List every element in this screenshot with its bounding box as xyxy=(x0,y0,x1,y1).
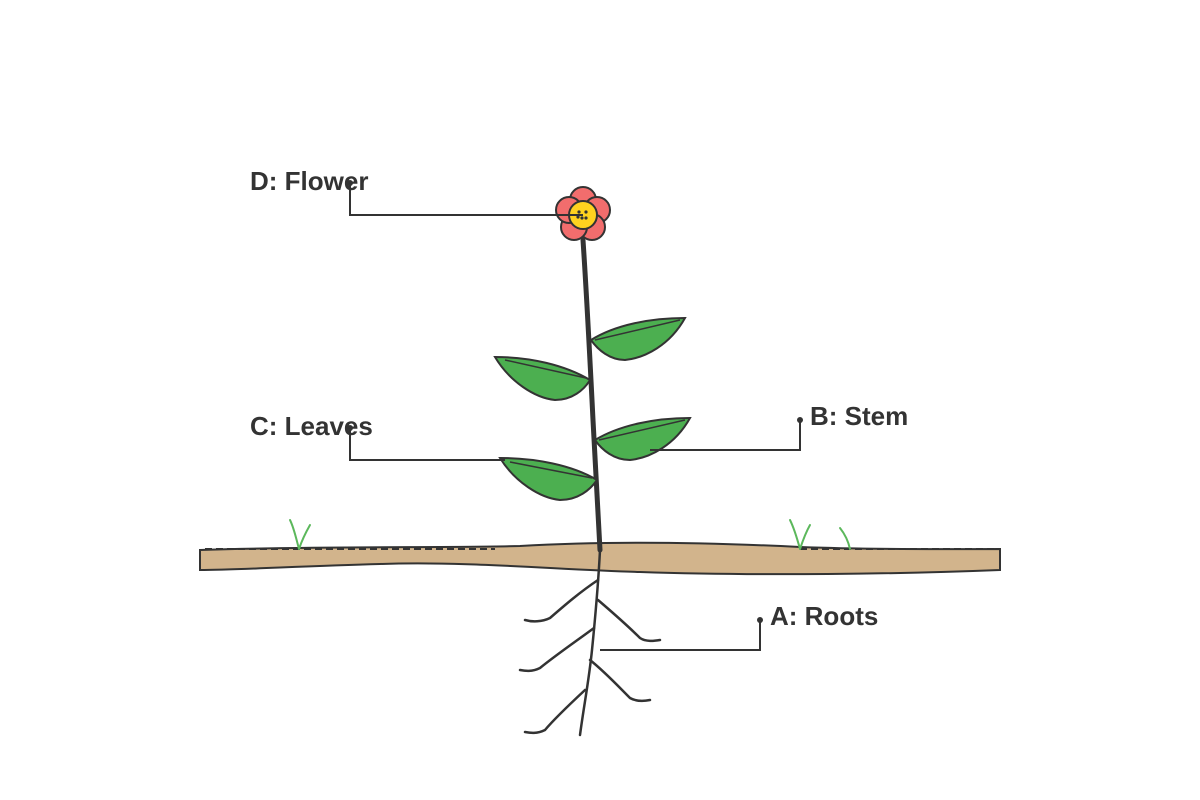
leaves xyxy=(493,316,692,502)
label-leaves: C: Leaves xyxy=(250,411,373,441)
root-branch-5 xyxy=(523,688,587,735)
leader-dot-leaves xyxy=(347,425,353,431)
stem xyxy=(580,237,603,553)
leaf-lower-right xyxy=(593,416,692,462)
leader-line-roots xyxy=(600,620,761,651)
leaf-lower-left xyxy=(498,456,599,502)
leader-dot-stem xyxy=(797,417,803,423)
leader-line-stem xyxy=(650,420,801,451)
flower xyxy=(555,186,611,241)
root-branch-3 xyxy=(518,626,596,673)
root-branch-4 xyxy=(588,658,652,703)
leader-line-leaves xyxy=(349,428,505,461)
leader-line-flower xyxy=(349,183,583,216)
root-branch-1 xyxy=(523,578,600,623)
roots xyxy=(518,548,662,737)
root-branch-2 xyxy=(596,598,662,643)
root-main xyxy=(578,548,602,737)
leaf-upper-left xyxy=(493,355,592,402)
leader-lines xyxy=(349,183,801,651)
flower-seeds xyxy=(576,210,588,220)
grass xyxy=(289,519,851,550)
leaf-upper-right xyxy=(589,316,687,362)
leader-dot-roots xyxy=(757,617,763,623)
grass-tuft-right-2 xyxy=(839,527,851,550)
grass-tuft-left xyxy=(289,519,311,550)
label-stem: B: Stem xyxy=(810,401,909,431)
leader-dots xyxy=(347,180,803,623)
grass-tuft-right-1 xyxy=(789,519,811,550)
label-roots: A: Roots xyxy=(770,601,879,631)
label-flower: D: Flower xyxy=(250,166,369,196)
leader-dot-flower xyxy=(347,180,353,186)
